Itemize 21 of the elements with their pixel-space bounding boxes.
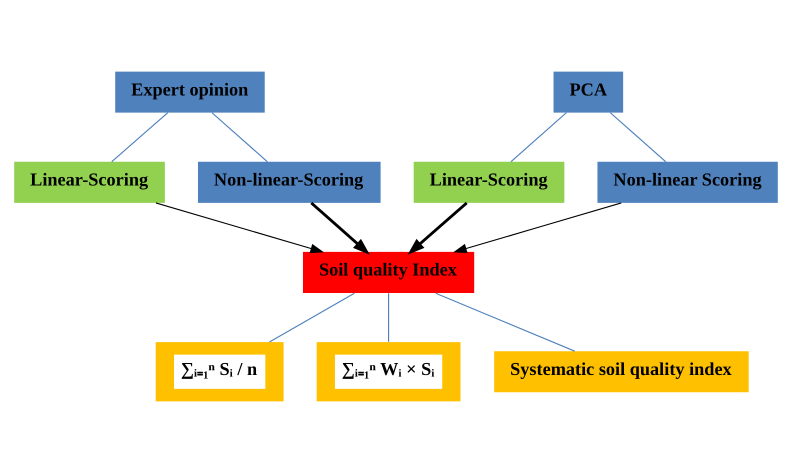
connector bbox=[610, 112, 666, 162]
node-box: ∑ᵢ₌₁ⁿ Wᵢ × Sᵢ bbox=[316, 342, 460, 401]
connector bbox=[388, 292, 389, 342]
node-box: PCA bbox=[553, 71, 623, 112]
connector bbox=[211, 112, 268, 162]
arrow bbox=[155, 202, 324, 253]
node-box: Non-linear-Scoring bbox=[197, 161, 380, 202]
node-box: Expert opinion bbox=[114, 71, 264, 112]
node-box: Linear-Scoring bbox=[413, 161, 564, 202]
node-box: Linear-Scoring bbox=[14, 161, 164, 202]
arrow bbox=[407, 201, 468, 254]
node-box: Soil quality Index bbox=[302, 251, 474, 292]
node-box: Systematic soil quality index bbox=[494, 350, 748, 392]
connector bbox=[110, 112, 168, 162]
connector bbox=[434, 292, 574, 352]
node-box: ∑ᵢ₌₁ⁿ Sᵢ / n bbox=[155, 342, 284, 401]
connector bbox=[510, 112, 566, 162]
connector bbox=[268, 292, 354, 342]
node-box: Non-linear Scoring bbox=[596, 161, 778, 202]
arrow bbox=[452, 202, 621, 253]
arrow bbox=[310, 201, 370, 254]
